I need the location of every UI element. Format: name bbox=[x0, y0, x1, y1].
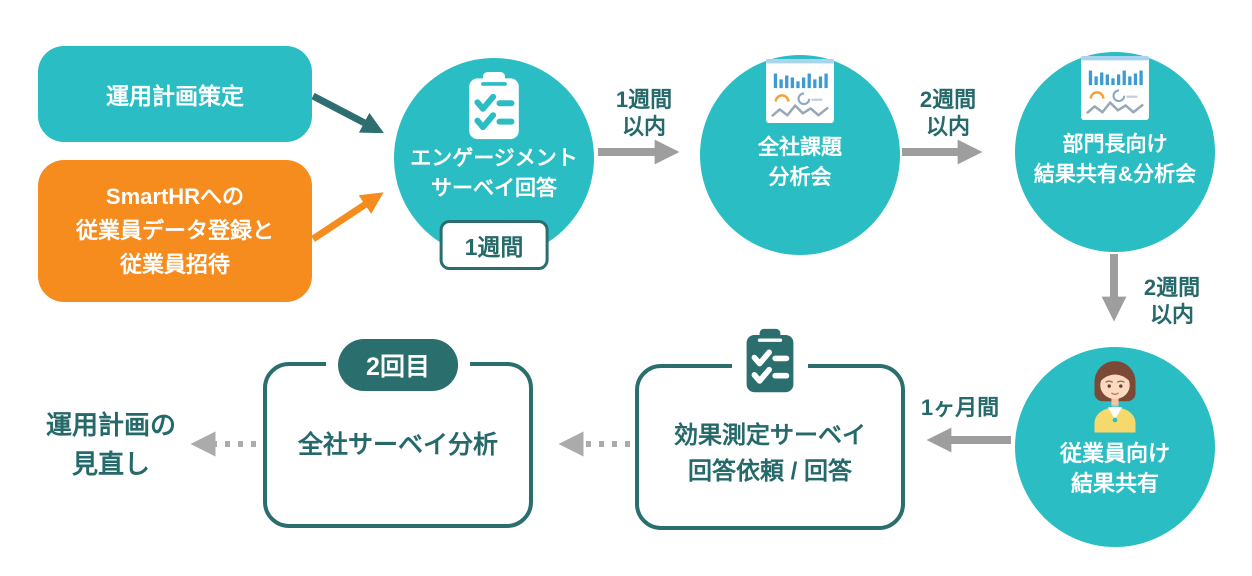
effect-survey-line: 回答依頼 / 回答 bbox=[687, 458, 852, 485]
round-badge-holder: 2回目 bbox=[326, 339, 470, 391]
plan-review-line: 見直し bbox=[71, 449, 150, 479]
step-manager-share: 部門長向け 結果共有&分析会 bbox=[1015, 52, 1215, 252]
clipboard-icon-holder bbox=[732, 328, 808, 394]
round-badge-label: 2回目 bbox=[366, 353, 430, 381]
step-label-line: 従業員向け bbox=[1059, 441, 1170, 466]
step-employee-share: 従業員向け 結果共有 bbox=[1015, 347, 1215, 547]
arrow-smarthr-to-survey bbox=[311, 192, 384, 242]
plan-review-text: 運用計画の 見直し bbox=[18, 406, 204, 484]
step-label-line: サーベイ回答 bbox=[431, 177, 557, 200]
analysis-box-label: 全社サーベイ分析 bbox=[297, 431, 498, 459]
step-label-line: 全社課題 bbox=[758, 136, 842, 159]
plan-box-label: 運用計画策定 bbox=[106, 83, 244, 109]
dashboard-chart-icon bbox=[1081, 56, 1149, 120]
survey-duration-badge: 1週間 bbox=[439, 220, 549, 270]
clipboard-check-icon bbox=[746, 328, 794, 393]
smarthr-box-line: 従業員招待 bbox=[119, 252, 230, 277]
label-employee-to-effect: 1ヶ月間 bbox=[920, 395, 1000, 420]
round-badge: 2回目 bbox=[338, 339, 458, 391]
dashboard-chart-icon bbox=[766, 59, 834, 123]
step-label-line: エンゲージメント bbox=[410, 147, 578, 170]
arrow-plan-to-survey bbox=[311, 92, 384, 134]
plan-review-line: 運用計画の bbox=[45, 410, 176, 440]
smarthr-box-line: 従業員データ登録と bbox=[75, 218, 274, 243]
label-manager-to-employee: 2週間 以内 bbox=[1143, 275, 1201, 327]
effect-survey-line: 効果測定サーベイ bbox=[674, 422, 866, 449]
company-survey-analysis-box: 2回目 全社サーベイ分析 bbox=[263, 339, 533, 528]
plan-box: 運用計画策定 bbox=[38, 46, 312, 142]
employee-avatar-icon bbox=[1094, 361, 1136, 433]
smarthr-box: SmartHRへの 従業員データ登録と 従業員招待 bbox=[38, 160, 312, 302]
step-company-analysis: 全社課題 分析会 bbox=[700, 55, 900, 255]
label-survey-to-company: 1週間 以内 bbox=[615, 87, 673, 139]
smarthr-box-line: SmartHRへの bbox=[105, 184, 245, 209]
step-label-line: 分析会 bbox=[768, 166, 832, 189]
label-company-to-manager: 2週間 以内 bbox=[919, 87, 977, 139]
step-label-line: 結果共有 bbox=[1070, 471, 1159, 496]
survey-duration-badge-label: 1週間 bbox=[464, 234, 524, 260]
clipboard-check-icon bbox=[469, 72, 519, 140]
effect-survey-box: 効果測定サーベイ 回答依頼 / 回答 bbox=[635, 328, 905, 530]
step-engagement-survey: エンゲージメント サーベイ回答 1週間 bbox=[394, 58, 594, 270]
step-label-line: 部門長向け bbox=[1062, 133, 1168, 156]
step-label-line: 結果共有&分析会 bbox=[1033, 163, 1197, 186]
